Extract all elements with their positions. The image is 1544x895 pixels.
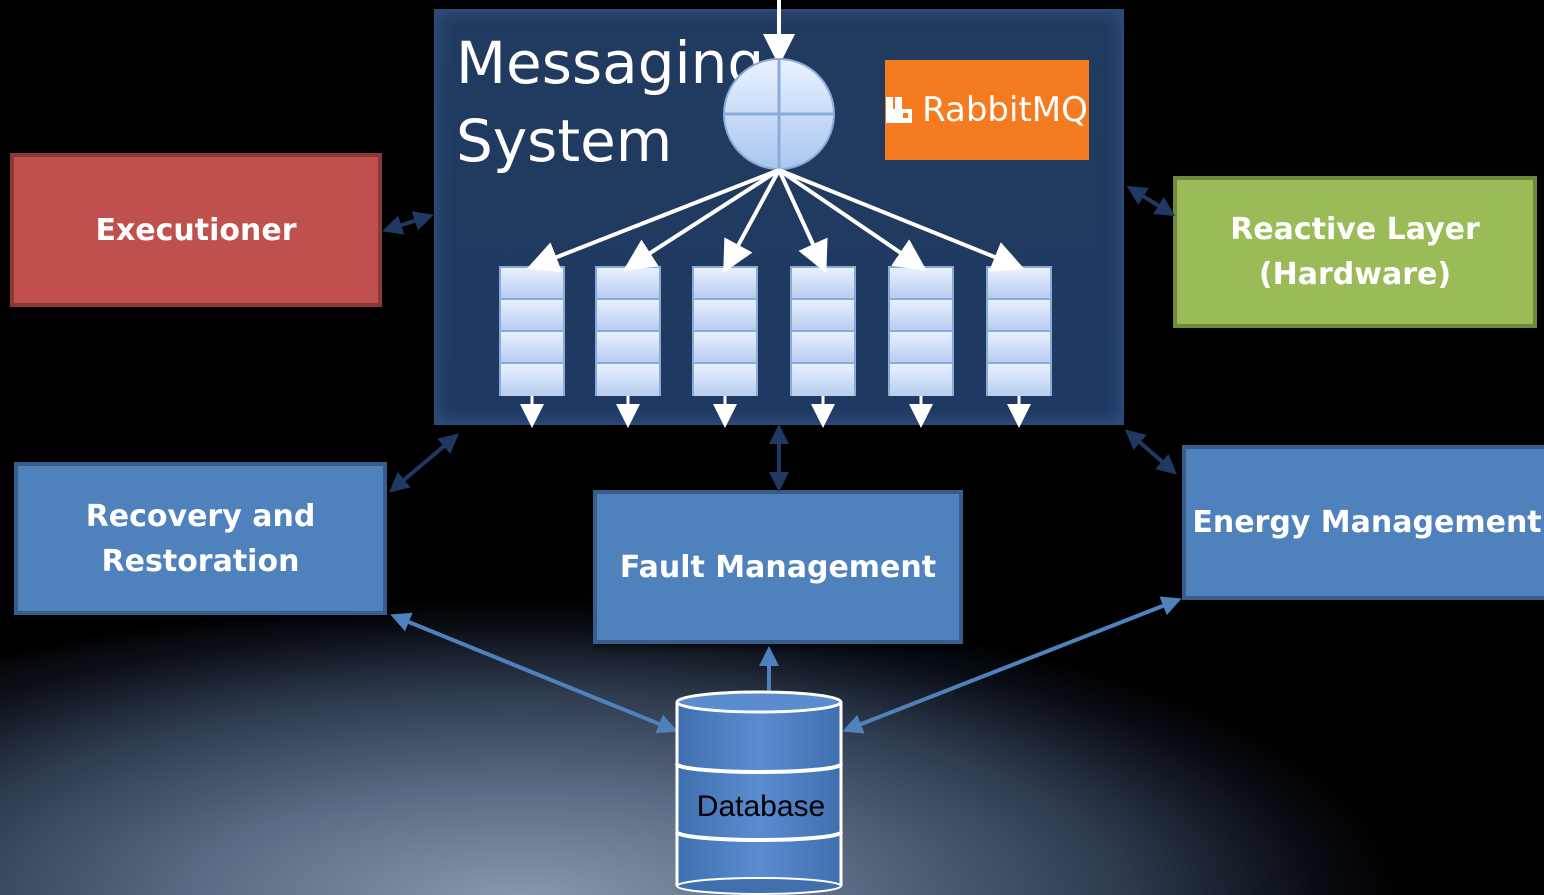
route-arrow bbox=[623, 168, 781, 271]
fault-management-label: Fault Management bbox=[619, 549, 937, 585]
queue bbox=[986, 266, 1052, 396]
exchange-icon bbox=[723, 58, 835, 170]
queue bbox=[499, 266, 565, 396]
link-recovery-database bbox=[390, 612, 678, 734]
link-executioner bbox=[382, 211, 434, 235]
queue bbox=[692, 266, 758, 396]
route-arrow bbox=[723, 169, 781, 274]
recovery-restoration-box: Recovery and Restoration bbox=[14, 462, 387, 615]
link-reactive-layer bbox=[1126, 185, 1176, 217]
link-recovery bbox=[388, 433, 460, 493]
link-energy bbox=[1124, 429, 1178, 475]
reactive-layer-label: Reactive Layer (Hardware) bbox=[1230, 212, 1480, 292]
rabbitmq-logo-icon bbox=[886, 97, 913, 123]
rabbitmq-label: RabbitMQ bbox=[922, 90, 1088, 130]
database-label: Database bbox=[696, 790, 826, 823]
route-arrow bbox=[526, 168, 780, 273]
executioner-box: Executioner bbox=[10, 153, 382, 307]
database-icon bbox=[675, 690, 843, 895]
executioner-label: Executioner bbox=[95, 212, 297, 248]
messaging-system-title: Messaging System bbox=[456, 29, 765, 175]
route-arrow bbox=[777, 169, 828, 274]
link-energy-database bbox=[842, 596, 1182, 734]
route-arrow bbox=[778, 168, 1025, 272]
recovery-restoration-label: Recovery and Restoration bbox=[85, 498, 316, 579]
queue bbox=[888, 266, 954, 396]
energy-management-label: Energy Management bbox=[1192, 505, 1542, 540]
queue bbox=[595, 266, 661, 396]
rabbitmq-badge: RabbitMQ bbox=[885, 60, 1089, 160]
energy-management-box: Energy Management bbox=[1182, 445, 1544, 600]
queue bbox=[790, 266, 856, 396]
reactive-layer-box: Reactive Layer (Hardware) bbox=[1173, 176, 1537, 328]
route-arrow bbox=[777, 168, 927, 271]
